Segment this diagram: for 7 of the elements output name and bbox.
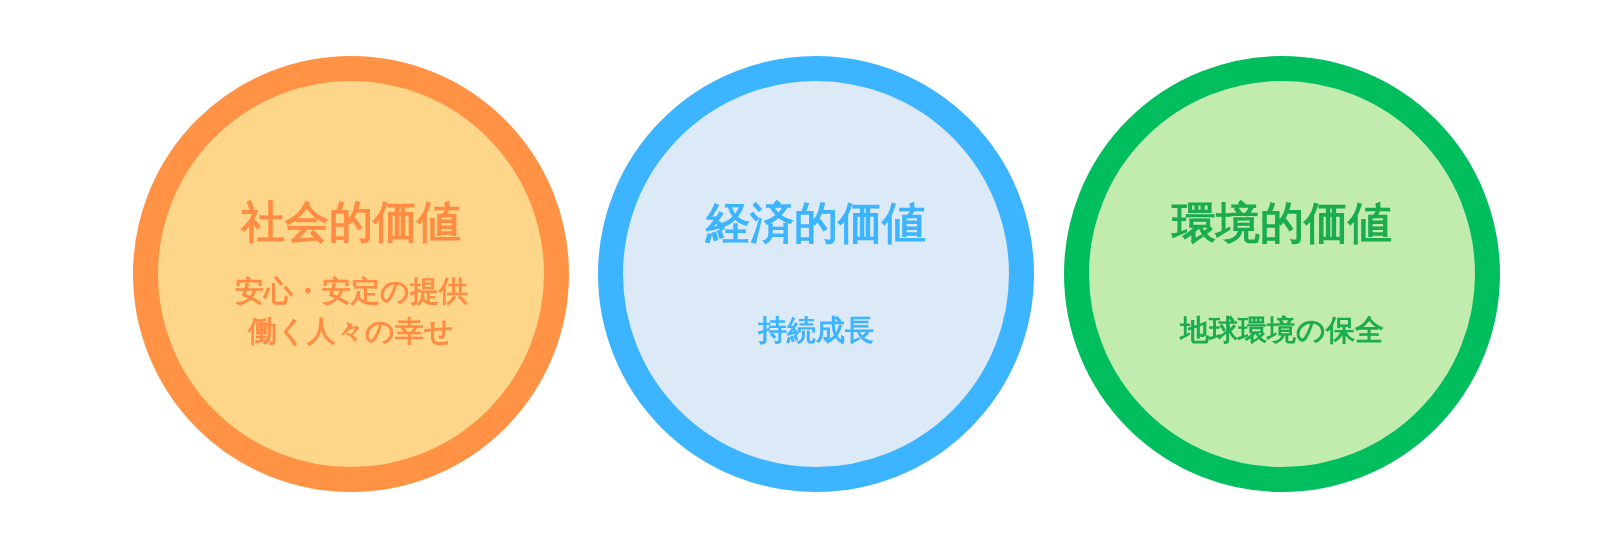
circle-subtitle: 安心・安定の提供 <box>234 272 468 310</box>
circle-subtitle: 持続成長 <box>758 312 874 350</box>
circle-subtitle: 働く人々の幸せ <box>248 313 454 351</box>
circle-title: 経済的価値 <box>706 197 926 251</box>
circle-title: 環境的価値 <box>1172 197 1392 251</box>
circle-title: 社会的価値 <box>241 196 461 249</box>
circle-subtitle: 地球環境の保全 <box>1180 312 1384 350</box>
